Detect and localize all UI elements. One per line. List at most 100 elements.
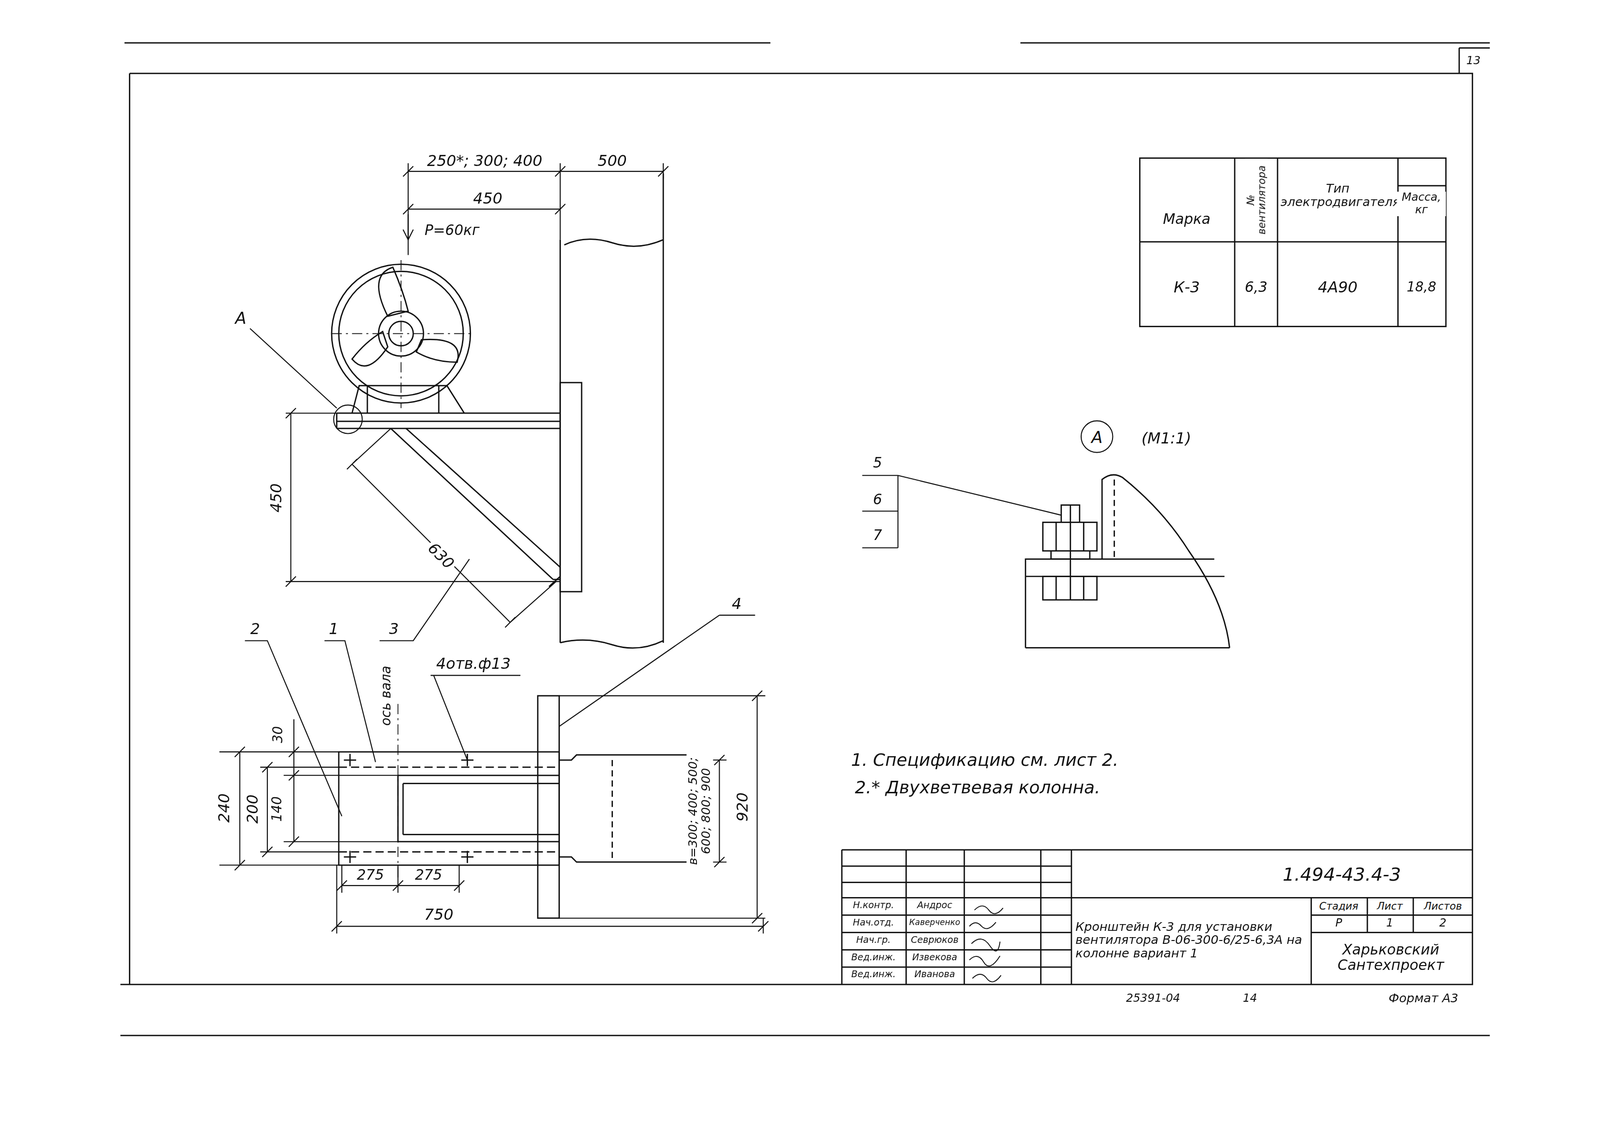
plan-view-line (537, 695, 559, 919)
organization-name: Харьковский Сантехпроект (1312, 942, 1470, 974)
side-view-line (548, 382, 582, 592)
dimension: 30 (271, 723, 286, 745)
page-number: 13 (1464, 55, 1483, 68)
detail-letter: А (1091, 427, 1103, 447)
title-block-cell: Нач.гр. (854, 935, 893, 947)
callout-number: 5 (871, 455, 885, 472)
detail-a-line (862, 475, 1061, 548)
side-view-line (416, 339, 459, 362)
title-block-line (969, 905, 1003, 982)
plan-dimensions-line (283, 770, 399, 848)
side-view-line (560, 173, 664, 649)
plan-view-line (398, 775, 560, 842)
side-dimensions-line (403, 214, 414, 240)
title-block-cell: Нач.отд. (850, 918, 897, 929)
callout-number: 2 (248, 621, 263, 639)
note: 2.* Двухветвевая колонна. (852, 778, 1103, 798)
sheet-number: 14 (1240, 992, 1260, 1006)
plan-dimensions (219, 690, 769, 934)
side-dimensions (285, 163, 669, 628)
table-cell: 18,8 (1404, 280, 1439, 295)
leader-lines (244, 328, 755, 817)
spec-table (1140, 158, 1447, 327)
side-dimensions-line (285, 408, 561, 587)
detail-a-line (1113, 479, 1115, 560)
title-block-cell: Иванова (912, 970, 958, 981)
table-cell: Марка (1160, 211, 1213, 228)
plan-dimensions-line (559, 690, 766, 924)
title-block-cell: Извекова (910, 953, 960, 964)
callout-number: 1 (326, 621, 341, 639)
leader-lines-line (559, 615, 756, 727)
title-block-cell: Н.контр. (850, 901, 897, 912)
archive-number: 25391-04 (1124, 992, 1183, 1006)
title-block-cell: Вед.инж. (849, 953, 898, 964)
callout-number: 7 (871, 528, 885, 544)
side-dimensions-line (347, 428, 557, 628)
side-view-line (351, 331, 388, 366)
title-block-cell: Стадия (1317, 900, 1361, 912)
plan-view-line (338, 751, 560, 866)
dimension: 920 (734, 790, 752, 824)
plan-view-line (343, 753, 474, 863)
leader-lines-line (379, 559, 470, 641)
sheet-frame-line (120, 42, 1490, 1036)
plan-view-line (338, 767, 560, 852)
sheet-frame-line (120, 73, 1473, 985)
title-block-cell: Каверченко (907, 918, 963, 929)
dimension: 250*; 300; 400 (424, 153, 544, 170)
dimension: 500 (595, 153, 629, 170)
title-block-cell: Лист (1374, 900, 1405, 912)
dimension: 750 (422, 906, 456, 924)
scale-label: (М1:1) (1139, 430, 1194, 448)
dimension: 275 (354, 867, 387, 884)
side-view-line (351, 385, 465, 414)
table-cell: Тип электродвигателя (1278, 182, 1397, 210)
title-block (841, 849, 1473, 985)
table-cell: № вентилятора (1244, 159, 1268, 241)
plan-view-line (611, 760, 613, 863)
title-block-cell: Листов (1421, 900, 1464, 912)
plan-dimensions-line (288, 719, 299, 776)
side-view-line (336, 413, 561, 429)
table-cell: 4А90 (1315, 279, 1360, 297)
spec-table-line (1140, 158, 1447, 327)
leader-lines-line (430, 675, 521, 761)
dimension: 450 (471, 190, 505, 208)
dimension: 140 (270, 794, 285, 824)
table-cell: Масса, кг (1396, 191, 1446, 217)
plan-view (338, 695, 695, 919)
plan-dimensions-line (260, 762, 339, 858)
detail-a (862, 474, 1230, 649)
title-text: Кронштейн К-3 для установки вентилятора … (1073, 920, 1308, 961)
title-block-line (841, 849, 1473, 985)
sheet-frame-line (1459, 47, 1490, 74)
dimension: 450 (267, 481, 285, 515)
title-block-cell: 2 (1437, 917, 1449, 931)
callout-number: 3 (387, 621, 402, 639)
detail-a-line (1101, 474, 1230, 649)
side-view-line (333, 404, 362, 434)
plan-view-line (397, 704, 399, 878)
format-label: Формат А3 (1386, 992, 1461, 1006)
plan-view-line (559, 754, 695, 863)
side-view (331, 173, 664, 649)
dimension: 630 (423, 538, 459, 574)
title-block-cell: 1 (1384, 917, 1396, 931)
side-view-line (390, 428, 561, 580)
hole-note: 4отв.ф13 (434, 655, 514, 673)
dimension: 200 (244, 792, 262, 826)
sheet-frame (120, 42, 1490, 1036)
detail-a-line (1025, 559, 1230, 649)
load-label: Р=60кг (422, 222, 482, 239)
detail-a-line (1043, 505, 1098, 601)
side-view-line (378, 267, 409, 317)
callout-number: 4 (729, 595, 744, 613)
leader-lines-line (324, 640, 376, 763)
plan-dimensions-line (219, 747, 339, 871)
title-block-cell: Р (1333, 917, 1345, 931)
table-cell: К-3 (1171, 279, 1202, 297)
note: 1. Спецификацию см. лист 2. (848, 750, 1121, 770)
table-cell: 6,3 (1242, 279, 1270, 296)
